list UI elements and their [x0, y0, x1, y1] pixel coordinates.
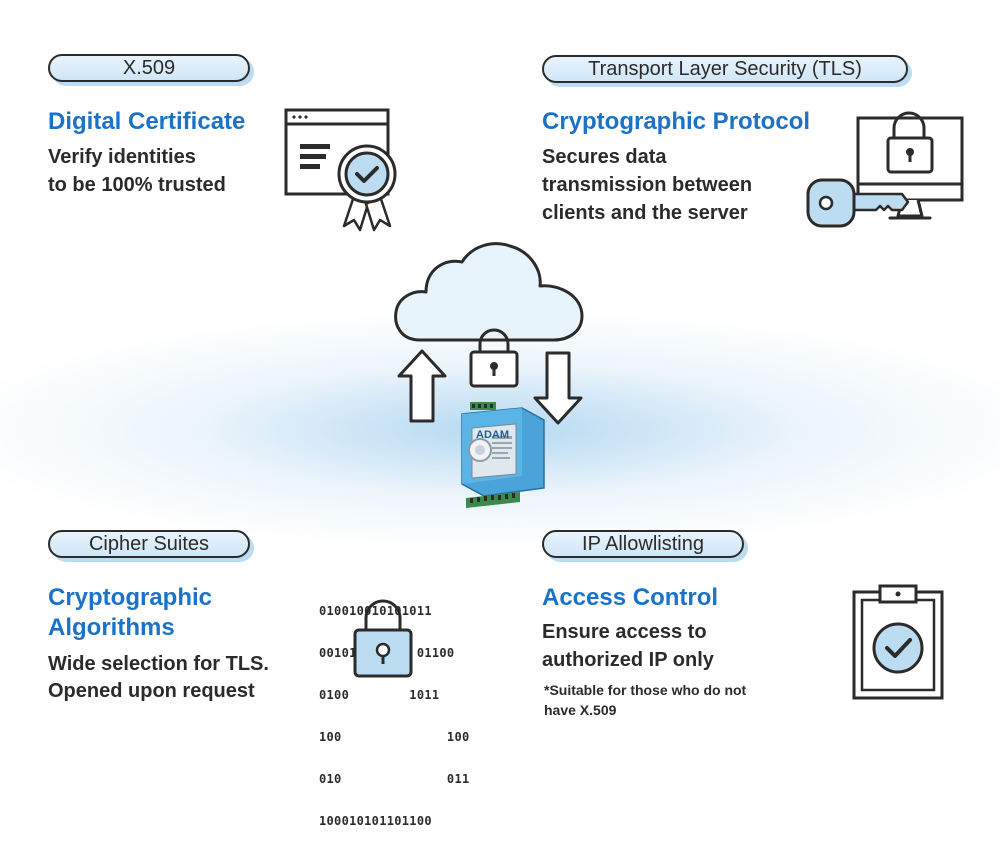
cryptographic-algorithms-desc-2: Opened upon request [48, 680, 255, 702]
digital-certificate-heading: Digital Certificate [48, 108, 246, 135]
upload-arrow-icon [397, 349, 447, 423]
cryptographic-protocol-heading: Cryptographic Protocol [542, 108, 811, 135]
binary-line: 010 011 [319, 772, 470, 786]
cryptographic-algorithms-heading-2: Algorithms [48, 614, 175, 641]
tls-tag: Transport Layer Security (TLS) [542, 55, 908, 83]
padlock-icon [469, 328, 519, 388]
cipher-suites-tag: Cipher Suites [48, 530, 250, 558]
access-control-note-2: have X.509 [544, 702, 617, 718]
binary-line: 100 100 [319, 730, 470, 744]
x509-tag: X.509 [48, 54, 250, 82]
cryptographic-protocol-desc-3: clients and the server [542, 202, 748, 224]
cryptographic-algorithms-heading-1: Cryptographic [48, 584, 213, 611]
cryptographic-protocol-desc-2: transmission between [542, 174, 753, 196]
cloud-icon [394, 242, 584, 342]
certificate-icon [284, 108, 397, 232]
binary-line: 0100 1011 [319, 688, 440, 702]
clipboard-check-icon [852, 584, 944, 700]
ip-allowlisting-tag: IP Allowlisting [542, 530, 744, 558]
binary-line: 100010101101100 [319, 814, 432, 828]
access-control-heading: Access Control [542, 584, 719, 611]
download-arrow-icon [533, 351, 583, 425]
device-brand-label: ADAM [476, 429, 509, 441]
access-control-desc-1: Ensure access to [542, 621, 707, 643]
access-control-desc-2: authorized IP only [542, 649, 714, 671]
cryptographic-algorithms-desc-1: Wide selection for TLS. [48, 653, 269, 675]
digital-certificate-desc-2: to be 100% trusted [48, 174, 226, 196]
monitor-lock-key-icon [806, 111, 964, 228]
binary-lock-icon [353, 599, 413, 678]
access-control-note-1: *Suitable for those who do not [544, 682, 747, 698]
cryptographic-protocol-desc-1: Secures data [542, 146, 667, 168]
binary-line: 00101 01100 [319, 646, 455, 660]
adam-device-icon: ADAM [461, 402, 545, 508]
binary-line: 010010010101011 [319, 604, 432, 618]
digital-certificate-desc-1: Verify identities [48, 146, 196, 168]
